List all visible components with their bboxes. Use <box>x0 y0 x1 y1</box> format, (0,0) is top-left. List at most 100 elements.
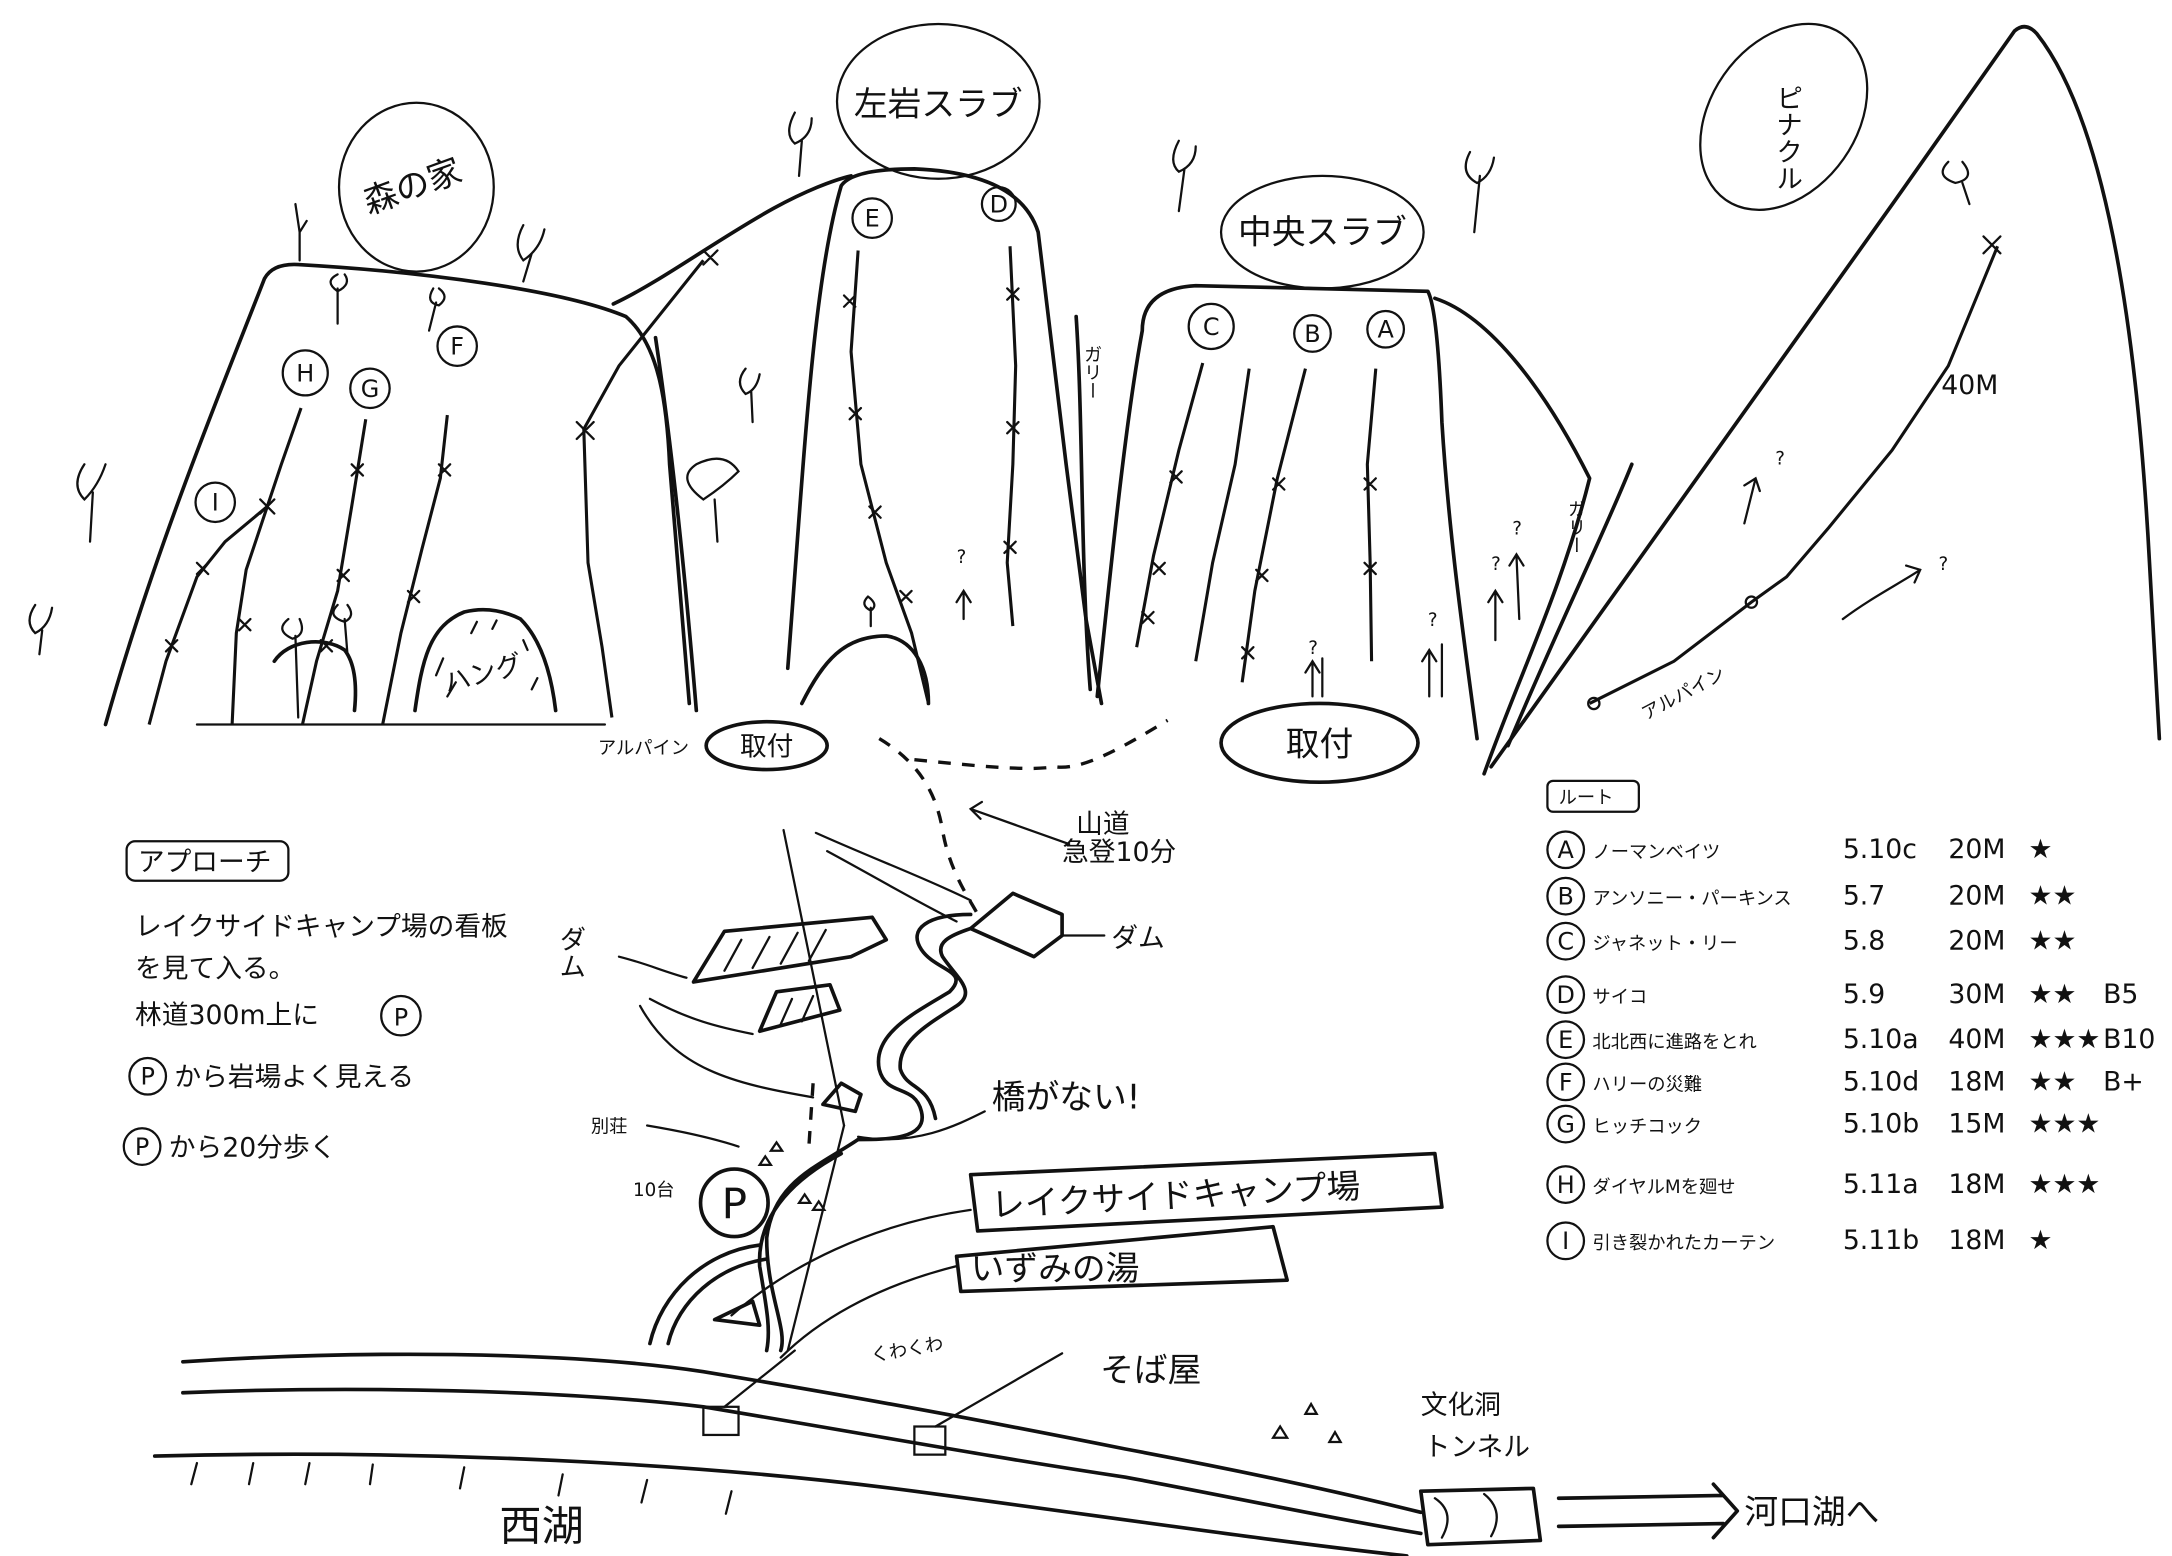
route-length: 18M <box>1948 1066 2005 1097</box>
route-marker-b[interactable]: B <box>1293 314 1332 353</box>
route-id: E <box>1558 1026 1573 1054</box>
route-grade: 5.9 <box>1843 979 1886 1010</box>
route-marker-d[interactable]: D <box>980 186 1017 223</box>
route-stars: ★★★ <box>2029 1169 2101 1200</box>
onsen-box <box>954 1224 1289 1294</box>
route-bolts: B5 <box>2103 979 2138 1010</box>
route-length: 30M <box>1948 979 2005 1010</box>
route-grade: 5.10d <box>1843 1066 1919 1097</box>
route-stars: ★★★ <box>2029 1024 2101 1055</box>
pinnacle-outline <box>1489 24 2162 769</box>
route-grade: 5.8 <box>1843 926 1886 957</box>
trail-line-lower <box>786 1124 846 1352</box>
pinnacle-bubble <box>1699 22 1869 211</box>
parking-symbol: P <box>135 1133 149 1161</box>
villa-label: 別荘 <box>591 1116 628 1137</box>
gully-label-1: ガリー <box>1081 345 1102 400</box>
trail-dashed-1 <box>878 737 980 916</box>
parking-label: P <box>722 1179 747 1228</box>
hang-cave-hatching <box>434 619 539 698</box>
route-stars: ★★★ <box>2029 1108 2101 1139</box>
route-id: C <box>1557 928 1574 956</box>
bolt-marks <box>164 235 2002 660</box>
dam-reservoir-icon <box>691 915 889 1034</box>
route-line-i <box>147 505 269 725</box>
route-marker-f[interactable]: F <box>436 325 479 367</box>
mori-no-ie-label: 森の家 <box>358 151 466 222</box>
route-id-circle <box>1546 1165 1586 1204</box>
trail-label-2: 急登10分 <box>1062 837 1176 868</box>
house-icon <box>757 1140 1343 1444</box>
route-grade: 5.10a <box>1843 1024 1919 1055</box>
route-grade: 5.7 <box>1843 881 1886 912</box>
route-table-title: ルート <box>1559 787 1614 808</box>
route-line-c <box>1135 362 1205 648</box>
route-line-f <box>381 414 449 725</box>
question-mark: ? <box>1938 554 1948 575</box>
route-grade: 5.11b <box>1843 1225 1919 1256</box>
trail-pointer-arrow <box>968 800 1071 846</box>
approach-title-box <box>125 840 290 882</box>
river <box>856 912 973 1142</box>
trees <box>28 111 1971 719</box>
route-stars: ★★ <box>2029 979 2077 1010</box>
chuo-slab-bubble <box>1219 174 1425 290</box>
dam-arrow-3 <box>638 1004 815 1099</box>
to-kawaguchiko-label: 河口湖へ <box>1744 1493 1879 1532</box>
parking-capacity-label: 10台 <box>633 1180 675 1201</box>
soba-building <box>913 1425 947 1456</box>
hang-cave <box>413 607 558 713</box>
route-id-circle <box>1546 1221 1586 1261</box>
approach-line-5: から20分歩く <box>169 1132 337 1163</box>
route-marker-g[interactable]: G <box>349 367 391 410</box>
tunnel-icon <box>1418 1486 1543 1547</box>
route-marker-label: E <box>865 205 880 233</box>
route-marker-e[interactable]: E <box>851 197 893 239</box>
gully-left-line <box>1074 314 1093 692</box>
no-bridge-label: 橋がない! <box>992 1078 1141 1117</box>
parking-icon[interactable] <box>698 1167 770 1239</box>
toritsuki-left-label: 取付 <box>740 731 793 762</box>
route-id-circle <box>1546 1020 1586 1060</box>
hang-label: ハング <box>440 649 525 700</box>
route-length: 20M <box>1948 926 2005 957</box>
route-name: アンソニー・パーキンス <box>1592 889 1791 910</box>
route-line-pinnacle <box>1588 245 1999 705</box>
trail-dashed-2 <box>914 718 1169 771</box>
route-marker-i[interactable]: I <box>194 481 237 524</box>
route-marker-label: F <box>450 333 464 361</box>
lake-shore <box>152 1452 1409 1556</box>
route-marker-a[interactable]: A <box>1366 309 1406 349</box>
approach-line-4: から岩場よく見える <box>174 1062 414 1093</box>
arrow-marks <box>955 476 1922 698</box>
question-mark: ? <box>1512 519 1522 540</box>
route-id: A <box>1558 836 1575 864</box>
pinnacle-gully <box>1506 462 1634 748</box>
tree-icon <box>788 111 813 178</box>
route-line-d <box>1005 246 1018 627</box>
route-name: ノーマンベイツ <box>1592 842 1720 863</box>
approach-line-3: 林道300m上に <box>135 1000 319 1031</box>
route-marker-h[interactable]: H <box>281 349 329 397</box>
tree-icon <box>686 457 740 543</box>
lake-shore-hatching <box>190 1461 733 1515</box>
campsite-pointer <box>730 1208 972 1317</box>
route-id: G <box>1556 1110 1575 1138</box>
alpine-label-left: アルパイン <box>598 738 689 759</box>
route-marker-c[interactable]: C <box>1187 302 1235 351</box>
main-road <box>181 1352 1423 1536</box>
route-lines <box>147 235 2002 725</box>
tree-icon <box>294 202 308 262</box>
dam-label-right: ダム <box>1111 923 1164 954</box>
onsen-label: いずみの湯 <box>971 1249 1140 1288</box>
